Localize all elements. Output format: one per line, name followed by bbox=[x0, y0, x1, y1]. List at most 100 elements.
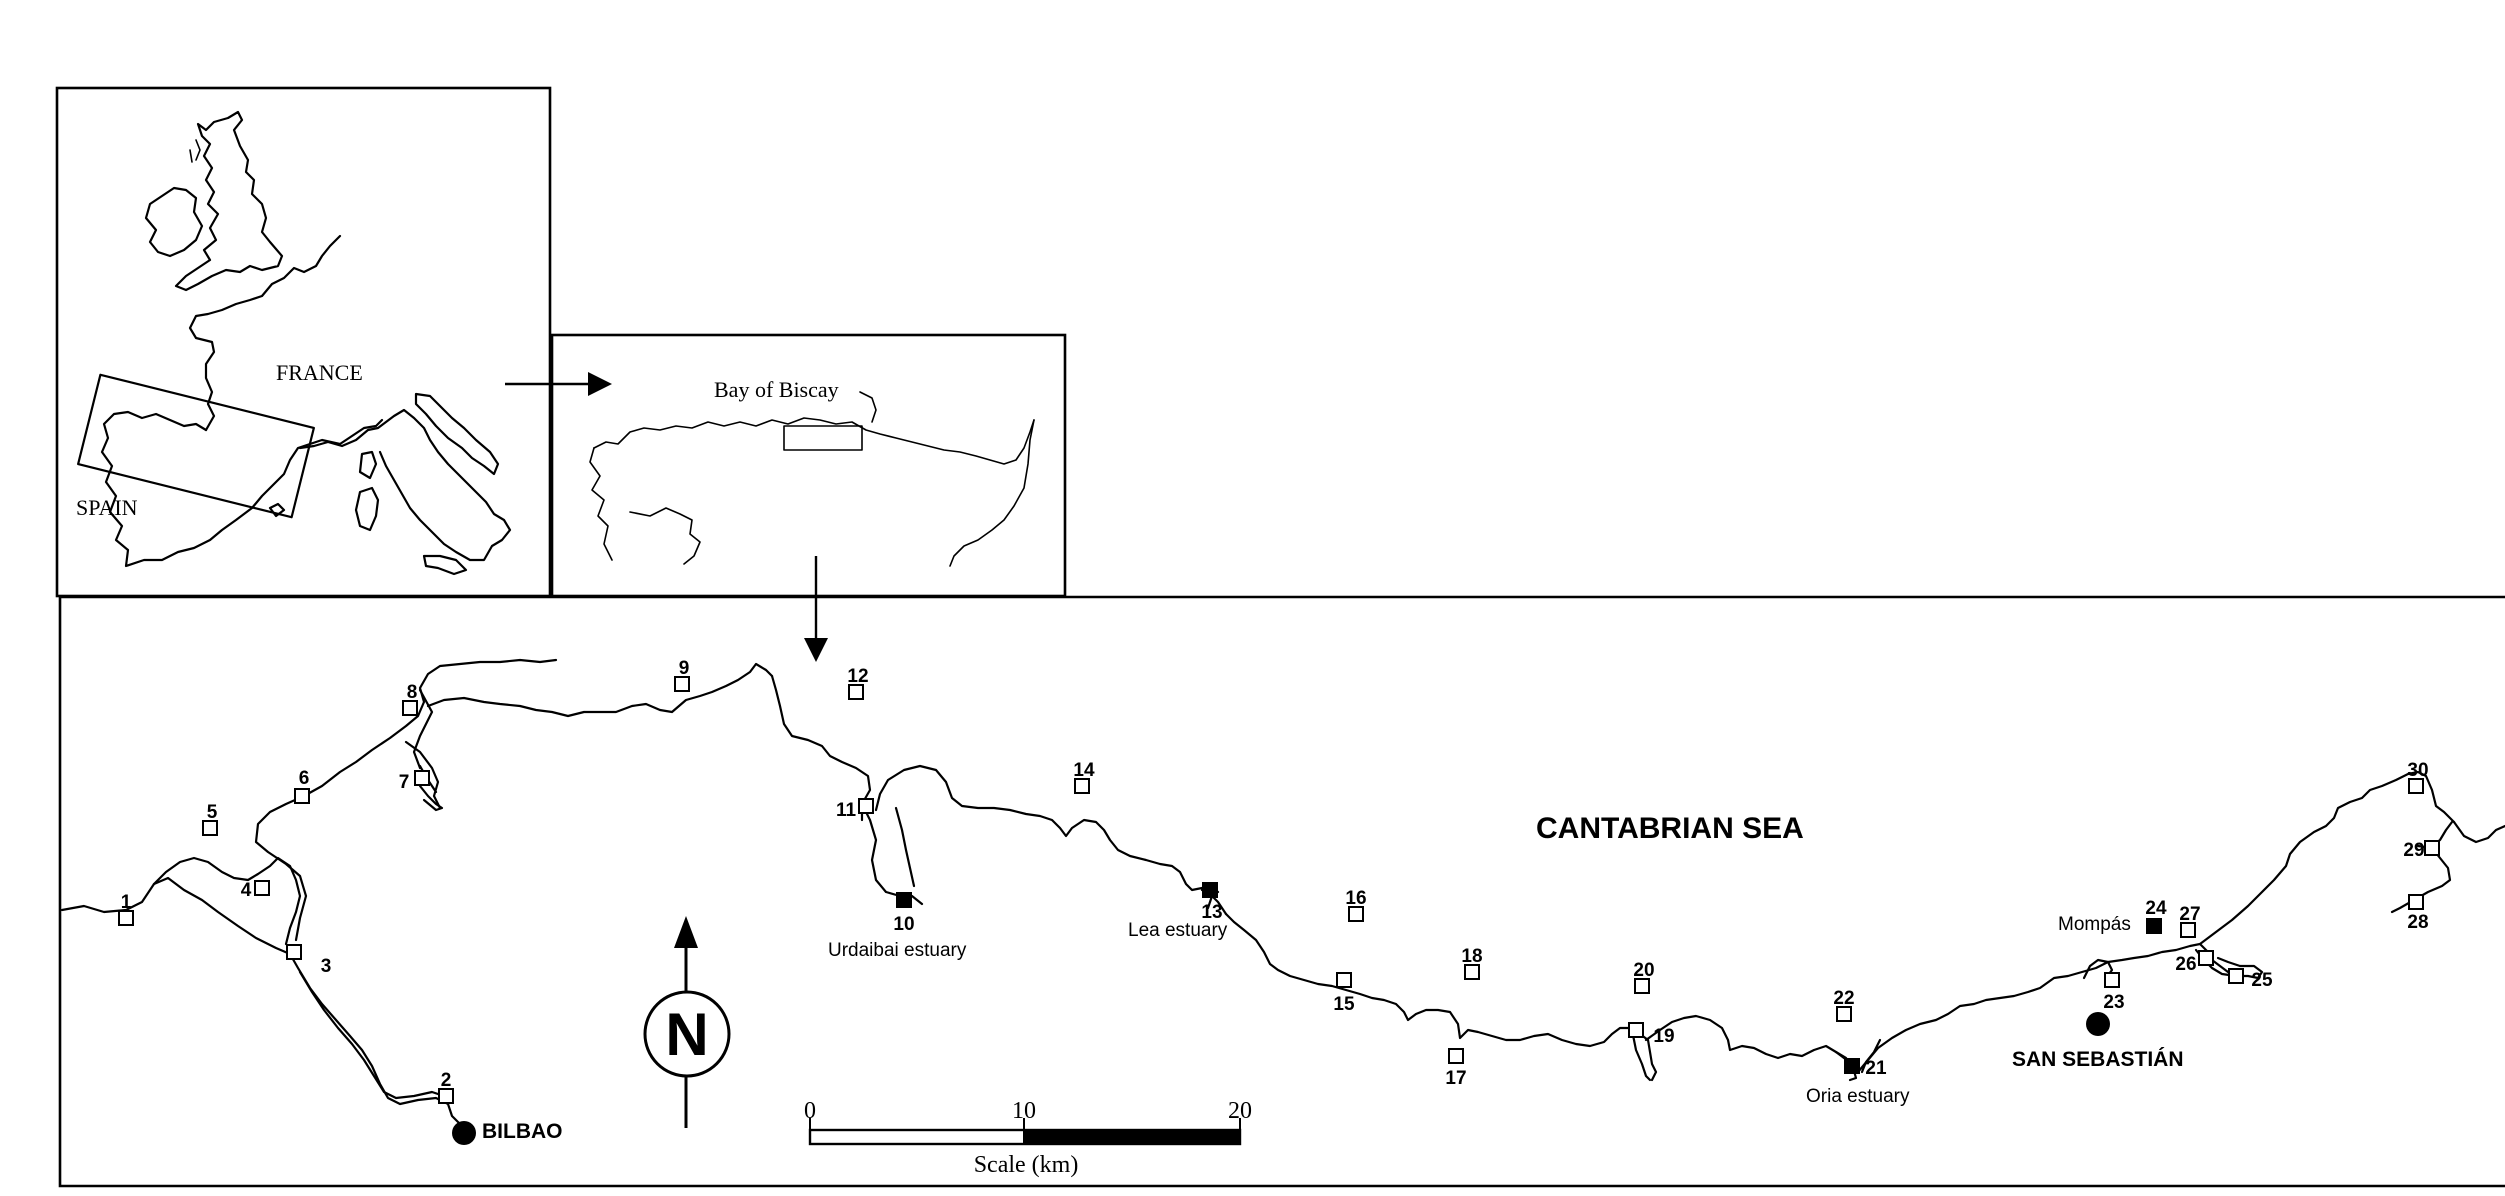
mompas-label: Mompás bbox=[2058, 914, 2131, 935]
arrow-to-main-map bbox=[804, 556, 828, 662]
coast-segment-cape bbox=[770, 674, 872, 822]
coast-segment-urdaibai-east bbox=[874, 764, 1228, 916]
italy-boot-outline bbox=[414, 392, 500, 476]
sicily-outline bbox=[422, 554, 468, 576]
site-label-4: 4 bbox=[241, 880, 252, 901]
site-label-26: 26 bbox=[2175, 954, 2196, 975]
site-marker-15 bbox=[1336, 972, 1352, 988]
scale-tick-20: 20 bbox=[1228, 1098, 1252, 1124]
site-marker-19 bbox=[1628, 1022, 1644, 1038]
site-marker-17 bbox=[1448, 1048, 1464, 1064]
coast-segment-lea-east bbox=[1224, 912, 1658, 1082]
biscay-portugal-coast bbox=[629, 507, 701, 565]
site-marker-22 bbox=[1836, 1006, 1852, 1022]
corsica-outline bbox=[358, 450, 378, 480]
scale-bar-filled-segment bbox=[1024, 1130, 1240, 1144]
cantabrian-sea-label: CANTABRIAN SEA bbox=[1536, 812, 1804, 845]
site-marker-4 bbox=[254, 880, 270, 896]
scale-bar: 0 10 20 Scale (km) bbox=[804, 1098, 1252, 1178]
site-label-7: 7 bbox=[399, 772, 410, 793]
site-label-20: 20 bbox=[1633, 960, 1654, 981]
site-marker-8 bbox=[402, 700, 418, 716]
coast-segment-north bbox=[412, 662, 774, 770]
great-britain-outline bbox=[174, 110, 284, 292]
site-marker-16 bbox=[1348, 906, 1364, 922]
main-map: N 0 10 20 Scale (km) CANTABRIAN SEA BILB… bbox=[58, 595, 2505, 1188]
site-label-2: 2 bbox=[441, 1070, 452, 1091]
site-label-23: 23 bbox=[2103, 992, 2124, 1013]
site-label-1: 1 bbox=[121, 892, 132, 913]
scale-tick-0: 0 bbox=[804, 1098, 816, 1124]
site-marker-6 bbox=[294, 788, 310, 804]
site-marker-27 bbox=[2180, 922, 2196, 938]
study-area-box-europe bbox=[77, 373, 315, 519]
biscay-galicia-coast bbox=[589, 447, 613, 561]
inset-europe: FRANCE SPAIN bbox=[55, 86, 552, 598]
river-19 bbox=[1630, 1028, 1652, 1082]
inset-biscay: Bay of Biscay bbox=[550, 333, 1067, 598]
site-marker-21 bbox=[1844, 1058, 1860, 1074]
site-label-13: 13 bbox=[1201, 902, 1222, 923]
site-label-19: 19 bbox=[1653, 1026, 1674, 1047]
site-label-6: 6 bbox=[299, 768, 310, 789]
coast-segment-east bbox=[1856, 942, 2230, 1074]
site-marker-10 bbox=[896, 892, 912, 908]
site-label-27: 27 bbox=[2179, 904, 2200, 925]
main-map-frame bbox=[58, 595, 2505, 1188]
site-marker-3 bbox=[286, 944, 302, 960]
site-label-22: 22 bbox=[1833, 988, 1854, 1009]
site-marker-9 bbox=[674, 676, 690, 692]
arrow-to-biscay-inset bbox=[505, 372, 612, 396]
inset-biscay-frame bbox=[550, 333, 1067, 598]
site-marker-11 bbox=[858, 798, 874, 814]
site-marker-1 bbox=[118, 910, 134, 926]
site-label-29: 29 bbox=[2403, 840, 2424, 861]
north-arrow: N bbox=[643, 916, 731, 1128]
scale-caption: Scale (km) bbox=[974, 1152, 1079, 1178]
site-label-9: 9 bbox=[679, 658, 690, 679]
site-label-8: 8 bbox=[407, 682, 418, 703]
coast-segment-oria bbox=[1644, 1014, 1860, 1074]
site-label-14: 14 bbox=[1073, 760, 1095, 781]
bilbao-city-marker bbox=[452, 1121, 476, 1145]
med-coast-outline bbox=[298, 408, 512, 562]
site-marker-24 bbox=[2146, 918, 2162, 934]
study-area-box-biscay bbox=[783, 425, 863, 451]
biscay-river bbox=[859, 391, 877, 423]
continental-coast-north bbox=[188, 234, 342, 432]
pasaia-outline bbox=[2194, 948, 2264, 980]
site-marker-2 bbox=[438, 1088, 454, 1104]
biscay-coastline bbox=[593, 417, 1035, 465]
coast-segment-far-east bbox=[2198, 770, 2456, 946]
coast-segment-france bbox=[2452, 820, 2505, 844]
north-arrow-circle bbox=[643, 990, 731, 1078]
ireland-outline bbox=[144, 186, 204, 258]
site-marker-13 bbox=[1202, 882, 1218, 898]
france-label: FRANCE bbox=[276, 360, 363, 385]
site-label-25: 25 bbox=[2251, 970, 2273, 991]
urdaibai-estuary-label: Urdaibai estuary bbox=[828, 940, 967, 961]
bay-of-biscay-label: Bay of Biscay bbox=[714, 377, 839, 402]
site-label-12: 12 bbox=[847, 666, 868, 687]
site-label-28: 28 bbox=[2407, 912, 2428, 933]
coast-segment-west bbox=[152, 856, 302, 946]
site-marker-20 bbox=[1634, 978, 1650, 994]
scale-tick-10: 10 bbox=[1012, 1098, 1036, 1124]
san-sebastian-city-marker bbox=[2086, 1012, 2110, 1036]
site-marker-18 bbox=[1464, 964, 1480, 980]
site-label-5: 5 bbox=[207, 802, 218, 823]
site-marker-26 bbox=[2198, 950, 2214, 966]
site-label-21: 21 bbox=[1865, 1058, 1887, 1079]
site-label-10: 10 bbox=[893, 914, 914, 935]
site-label-11: 11 bbox=[836, 800, 857, 821]
urdaibai-estuary-outline bbox=[860, 802, 924, 906]
bilbao-label: BILBAO bbox=[482, 1120, 563, 1143]
site-marker-28 bbox=[2408, 894, 2424, 910]
spain-label: SPAIN bbox=[76, 495, 138, 520]
site-marker-5 bbox=[202, 820, 218, 836]
iberia-outline bbox=[100, 410, 384, 568]
biscay-french-coast bbox=[949, 419, 1035, 567]
site7-estuary-outline bbox=[418, 784, 444, 812]
